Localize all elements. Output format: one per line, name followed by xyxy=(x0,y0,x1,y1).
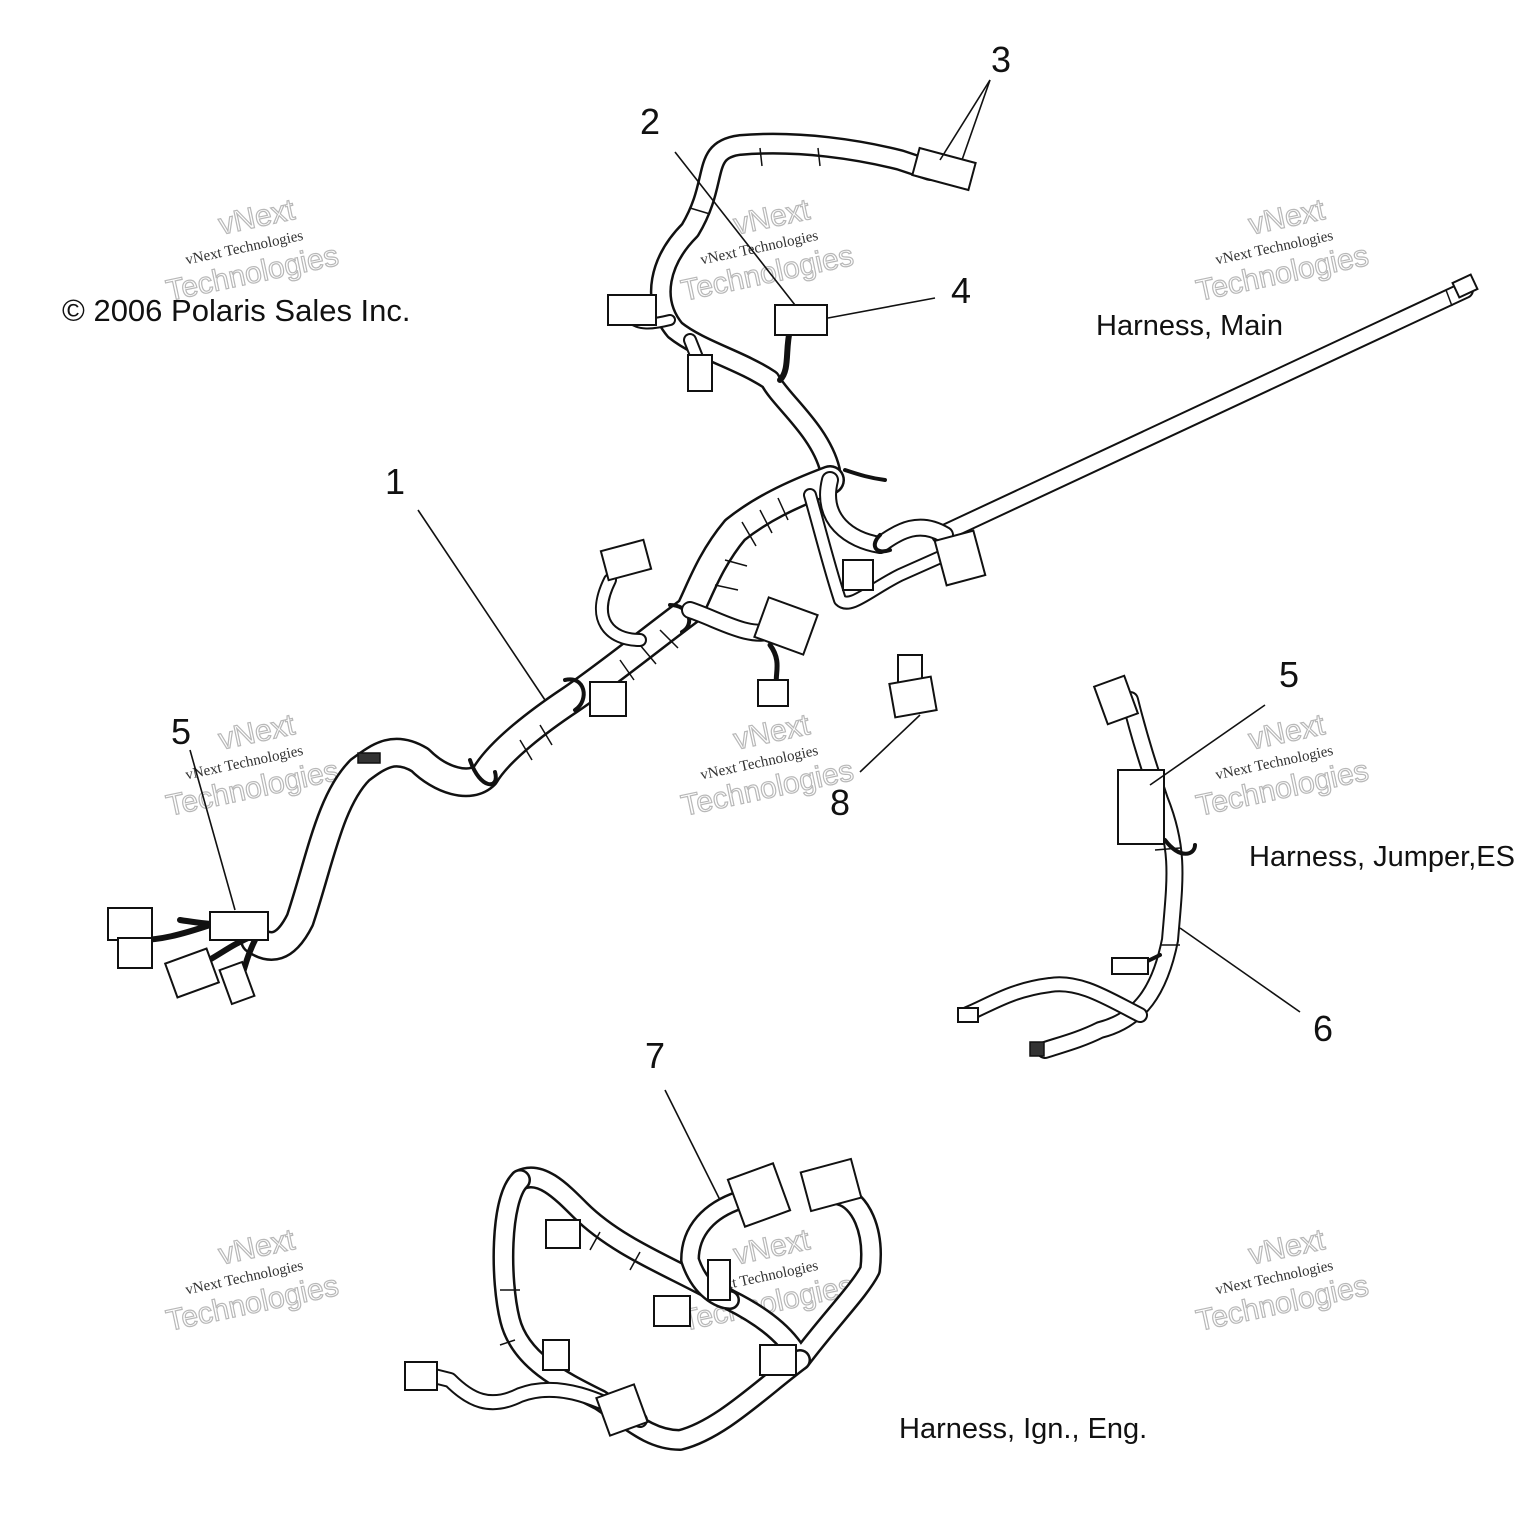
left-upper-connector xyxy=(607,294,657,326)
leader-5a xyxy=(189,749,236,911)
right-branch-connector xyxy=(753,596,819,656)
part-8-plug xyxy=(888,654,938,719)
cluster-end-tab xyxy=(357,752,381,764)
long-branch-connector xyxy=(933,529,987,587)
cluster-connector-a xyxy=(209,911,269,941)
leader-5b xyxy=(1149,704,1266,786)
caption-jumper-harness: Harness, Jumper,ES xyxy=(1249,841,1515,873)
caption-ignition-harness: Harness, Ign., Eng. xyxy=(899,1413,1147,1445)
watermark-6: vNext vNext Technologies Technologies xyxy=(1193,708,1372,824)
jumper-relay-block xyxy=(1117,769,1165,845)
callout-4: 4 xyxy=(951,270,971,311)
main-harness-connectors xyxy=(589,146,987,717)
trunk-connector xyxy=(589,681,627,717)
upper-drop-connector xyxy=(687,354,713,392)
jumper-side-connector xyxy=(1111,957,1149,975)
main-harness-trunk xyxy=(240,465,845,961)
leader-6 xyxy=(1179,927,1301,1013)
ign-connector-e xyxy=(595,1383,649,1437)
main-harness xyxy=(107,132,1479,1006)
main-harness-right-branch xyxy=(803,468,954,610)
connector-3 xyxy=(911,146,977,192)
main-harness-connector-cluster xyxy=(107,752,381,1006)
copyright-text: © 2006 Polaris Sales Inc. xyxy=(62,293,411,328)
jumper-harness xyxy=(957,674,1197,1059)
watermark-5: vNext vNext Technologies Technologies xyxy=(678,708,857,824)
callout-5-left: 5 xyxy=(171,711,191,752)
cluster-connector-c xyxy=(117,937,153,969)
ign-connector-i xyxy=(799,1157,863,1213)
jumper-left-end xyxy=(957,1007,979,1023)
connector-2 xyxy=(774,304,828,336)
ign-connector-d xyxy=(542,1339,570,1371)
leader-7 xyxy=(664,1089,721,1201)
pigtail-connector xyxy=(757,679,789,707)
ign-connector-b xyxy=(653,1295,691,1327)
main-harness-long-branch xyxy=(931,273,1479,544)
watermark-3: vNext vNext Technologies Technologies xyxy=(1193,193,1372,309)
leader-3b xyxy=(961,79,991,161)
ign-connector-c xyxy=(707,1259,731,1301)
cluster-connector-b xyxy=(107,907,153,941)
main-harness-left-upper-branch xyxy=(594,573,647,647)
ign-connector-g xyxy=(759,1344,797,1376)
jumper-right-end xyxy=(1029,1041,1045,1057)
callout-1: 1 xyxy=(385,461,405,502)
ign-connector-a xyxy=(545,1219,581,1249)
main-end-connector xyxy=(1451,273,1479,299)
callout-8: 8 xyxy=(830,782,850,823)
watermark-7: vNext vNext Technologies Technologies xyxy=(163,1223,342,1339)
callout-6: 6 xyxy=(1313,1008,1333,1049)
ign-connector-f xyxy=(404,1361,438,1391)
left-trunk-connector xyxy=(599,538,653,582)
ignition-harness xyxy=(404,1157,882,1451)
watermark-2: vNext vNext Technologies Technologies xyxy=(678,193,857,309)
watermark-1: vNext vNext Technologies Technologies xyxy=(163,193,342,309)
lower-right-connector xyxy=(842,559,874,591)
cluster-connector-d xyxy=(163,947,221,999)
leader-4 xyxy=(827,297,936,319)
leader-2 xyxy=(674,151,796,306)
leader-8 xyxy=(859,714,921,773)
callout-7: 7 xyxy=(645,1035,665,1076)
ign-connector-h xyxy=(726,1162,792,1228)
callout-3: 3 xyxy=(991,39,1011,80)
jumper-top-connector xyxy=(1092,674,1140,726)
callout-2: 2 xyxy=(640,101,660,142)
callouts: 1 2 3 4 5 5 6 7 8 xyxy=(171,39,1333,1076)
leader-1 xyxy=(417,509,546,701)
leader-3a xyxy=(939,79,991,161)
leader-lines xyxy=(189,79,1301,1201)
callout-5-right: 5 xyxy=(1279,654,1299,695)
watermark-9: vNext vNext Technologies Technologies xyxy=(1193,1223,1372,1339)
cluster-connector-e xyxy=(218,960,256,1006)
caption-main-harness: Harness, Main xyxy=(1096,310,1283,342)
